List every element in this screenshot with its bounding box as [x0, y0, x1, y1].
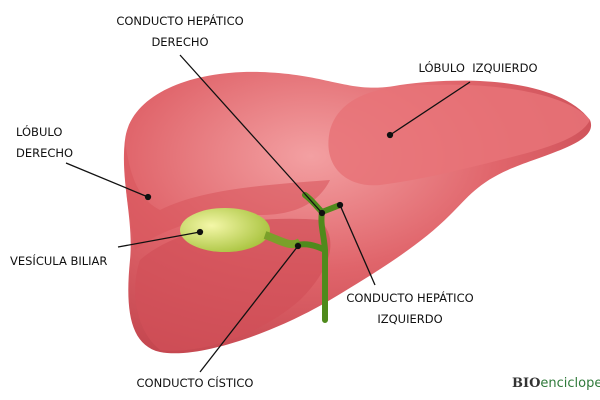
leader-cystic-duct: [199, 245, 299, 373]
logo-suffix: enciclopedia: [540, 376, 600, 391]
label-right-hepatic-duct: CONDUCTO HEPÁTICO DERECHO: [100, 11, 260, 53]
bile-ducts: [295, 192, 343, 323]
left-lobe: [328, 84, 590, 186]
label-line: DERECHO: [16, 146, 74, 160]
gallbladder: [180, 208, 270, 252]
logo: BIOenciclopedia: [512, 376, 600, 391]
logo-prefix: BIO: [512, 376, 541, 391]
label-gallbladder: VESÍCULA BILIAR: [10, 254, 108, 268]
label-right-lobe: LÓBULO DERECHO: [16, 122, 73, 164]
leader-left-hepatic-duct: [339, 204, 376, 286]
leader-left-lobe: [389, 81, 471, 136]
label-line: CONDUCTO HEPÁTICO: [116, 14, 244, 28]
label-left-hepatic-duct: CONDUCTO HEPÁTICO IZQUIERDO: [330, 288, 490, 330]
right-lobe-fold: [124, 140, 331, 250]
leader-gallbladder: [117, 231, 201, 248]
label-line: IZQUIERDO: [377, 312, 443, 326]
label-line: CONDUCTO HEPÁTICO: [346, 291, 474, 305]
leader-right-lobe: [65, 162, 149, 198]
lower-lobe: [135, 218, 331, 351]
label-line: DERECHO: [151, 35, 209, 49]
label-line: LÓBULO: [16, 125, 63, 139]
label-left-lobe: LÓBULO IZQUIERDO: [418, 61, 538, 75]
leader-right-hepatic-duct: [179, 54, 323, 214]
label-cystic-duct: CONDUCTO CÍSTICO: [136, 376, 254, 390]
